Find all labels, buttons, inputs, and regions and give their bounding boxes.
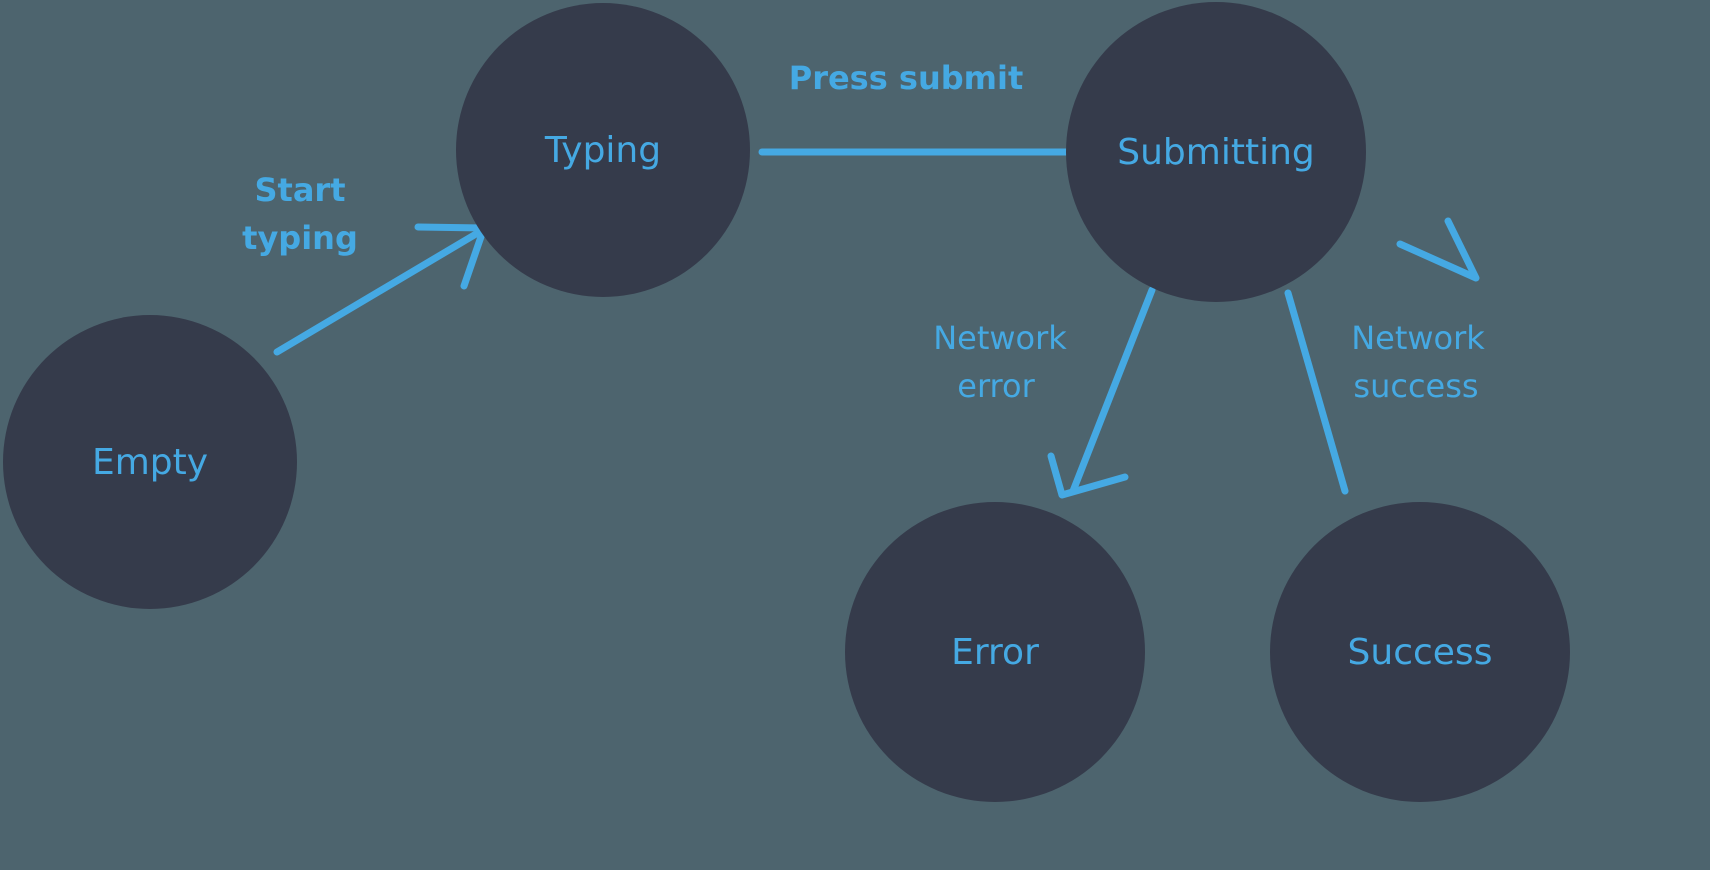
node-submitting[interactable]: Submitting — [1066, 2, 1366, 302]
node-empty[interactable]: Empty — [3, 315, 297, 609]
edge-label-network-error-line-2: error — [957, 367, 1035, 405]
edge-label-press-submit: Press submit — [789, 59, 1024, 97]
node-success-label: Success — [1348, 632, 1493, 673]
edge-label-network-error: Network error — [933, 319, 1067, 405]
edge-label-network-error-line-1: Network — [933, 319, 1067, 357]
edge-label-start-typing-line-1: Start — [254, 171, 345, 209]
node-submitting-circle — [1066, 2, 1366, 302]
node-submitting-label: Submitting — [1117, 132, 1315, 173]
edge-label-press-submit-line-1: Press submit — [789, 59, 1024, 97]
node-typing-circle — [456, 3, 750, 297]
edge-network-error-arrowhead — [1047, 452, 1129, 499]
node-error[interactable]: Error — [845, 502, 1145, 802]
edge-network-error-line — [1069, 286, 1156, 495]
edge-network-success-arrowhead — [1396, 217, 1480, 282]
edge-label-start-typing: Start typing — [242, 171, 358, 257]
node-typing-label: Typing — [544, 130, 661, 171]
node-error-label: Error — [951, 632, 1039, 673]
edge-label-start-typing-line-2: typing — [242, 219, 358, 257]
node-empty-circle — [3, 315, 297, 609]
edge-network-error[interactable] — [1047, 286, 1156, 499]
edge-network-success[interactable] — [1284, 217, 1480, 495]
edge-start-typing-line — [273, 227, 485, 356]
node-success-circle — [1270, 502, 1570, 802]
edge-network-success-line — [1284, 289, 1349, 495]
node-empty-label: Empty — [92, 442, 208, 483]
node-error-circle — [845, 502, 1145, 802]
node-typing[interactable]: Typing — [456, 3, 750, 297]
node-success[interactable]: Success — [1270, 502, 1570, 802]
edge-label-network-success-line-2: success — [1353, 367, 1478, 405]
edge-label-network-success: Network success — [1351, 319, 1485, 405]
edge-label-network-success-line-1: Network — [1351, 319, 1485, 357]
